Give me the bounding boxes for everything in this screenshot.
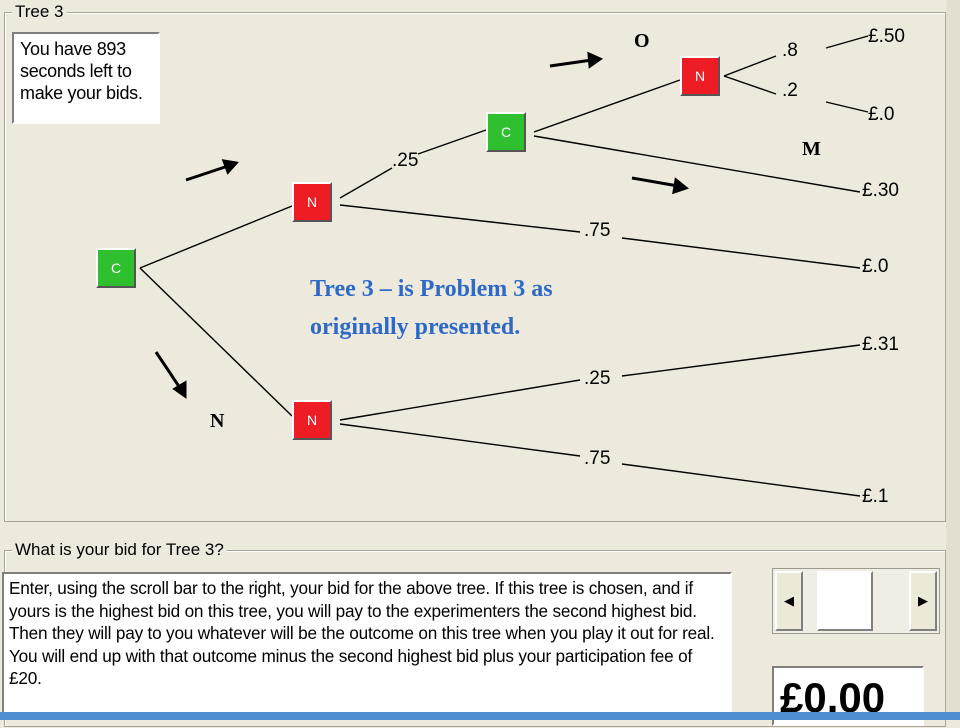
annotation-arrowhead xyxy=(587,51,604,69)
prob-label: .75 xyxy=(584,220,611,241)
prob-label: .8 xyxy=(782,40,798,61)
annotation-arrow xyxy=(631,176,679,188)
arrow-left-icon: ◀ xyxy=(784,593,794,608)
bid-instructions: Enter, using the scroll bar to the right… xyxy=(2,572,732,720)
branch-n-02 xyxy=(723,75,777,95)
branch-root-upper xyxy=(139,205,293,269)
annotation-m: M xyxy=(802,138,821,160)
taskbar-strip xyxy=(0,712,960,720)
prob-label: .25 xyxy=(584,368,611,389)
branch-upper-075-a xyxy=(339,204,581,233)
outcome-label: £.30 xyxy=(862,180,899,201)
tree-group xyxy=(4,12,946,522)
branch-upper-075-b xyxy=(621,237,861,269)
bid-group-title: What is your bid for Tree 3? xyxy=(12,540,227,560)
chance-node-root: C xyxy=(96,248,136,288)
time-remaining-box: You have 893 seconds left to make your b… xyxy=(12,32,160,124)
prob-label: .75 xyxy=(584,448,611,469)
scroll-left-button[interactable]: ◀ xyxy=(775,571,803,631)
branch-08-to-50 xyxy=(825,35,869,49)
branch-c-to-30 xyxy=(533,135,861,193)
chance-node-middle: C xyxy=(486,112,526,152)
decision-tree xyxy=(139,35,869,497)
tree-group-title: Tree 3 xyxy=(12,2,67,22)
annotation-arrow xyxy=(185,164,229,182)
annotation-arrow xyxy=(549,58,593,68)
bid-scrollbar[interactable]: ◀ ▶ xyxy=(772,568,940,634)
branch-n-08 xyxy=(723,55,777,77)
branch-root-lower xyxy=(139,267,293,417)
scroll-thumb[interactable] xyxy=(817,571,873,631)
branch-lower-075-b xyxy=(621,463,861,497)
branch-lower-025-b xyxy=(621,344,861,377)
outcome-label: £.0 xyxy=(862,256,889,277)
scroll-right-button[interactable]: ▶ xyxy=(909,571,937,631)
annotation-o: O xyxy=(634,30,650,52)
outcome-label: £.31 xyxy=(862,334,899,355)
branch-upper-to-c xyxy=(339,167,393,199)
window-edge xyxy=(946,0,960,720)
prob-label: .2 xyxy=(782,80,798,101)
annotation-arrowhead xyxy=(172,380,187,399)
nature-node-lower: N xyxy=(292,400,332,440)
branch-02-to-0 xyxy=(825,101,869,113)
annotation-n: N xyxy=(210,410,225,432)
branch-upper-to-c-2 xyxy=(417,129,487,155)
arrow-right-icon: ▶ xyxy=(918,593,928,608)
branch-lower-025-a xyxy=(339,379,581,421)
nature-node-upper: N xyxy=(292,182,332,222)
annotation-arrowhead xyxy=(672,177,690,195)
annotation-arrowhead xyxy=(221,159,239,175)
outcome-label: £.50 xyxy=(868,26,905,47)
outcome-label: £.1 xyxy=(862,486,889,507)
prob-label: .25 xyxy=(392,150,419,171)
outcome-label: £.0 xyxy=(868,104,895,125)
annotation-arrow xyxy=(154,351,182,389)
branch-lower-075-a xyxy=(339,423,581,457)
nature-node-top: N xyxy=(680,56,720,96)
tree-caption: Tree 3 – is Problem 3 as originally pres… xyxy=(310,276,553,340)
branch-c-to-n xyxy=(533,79,681,133)
